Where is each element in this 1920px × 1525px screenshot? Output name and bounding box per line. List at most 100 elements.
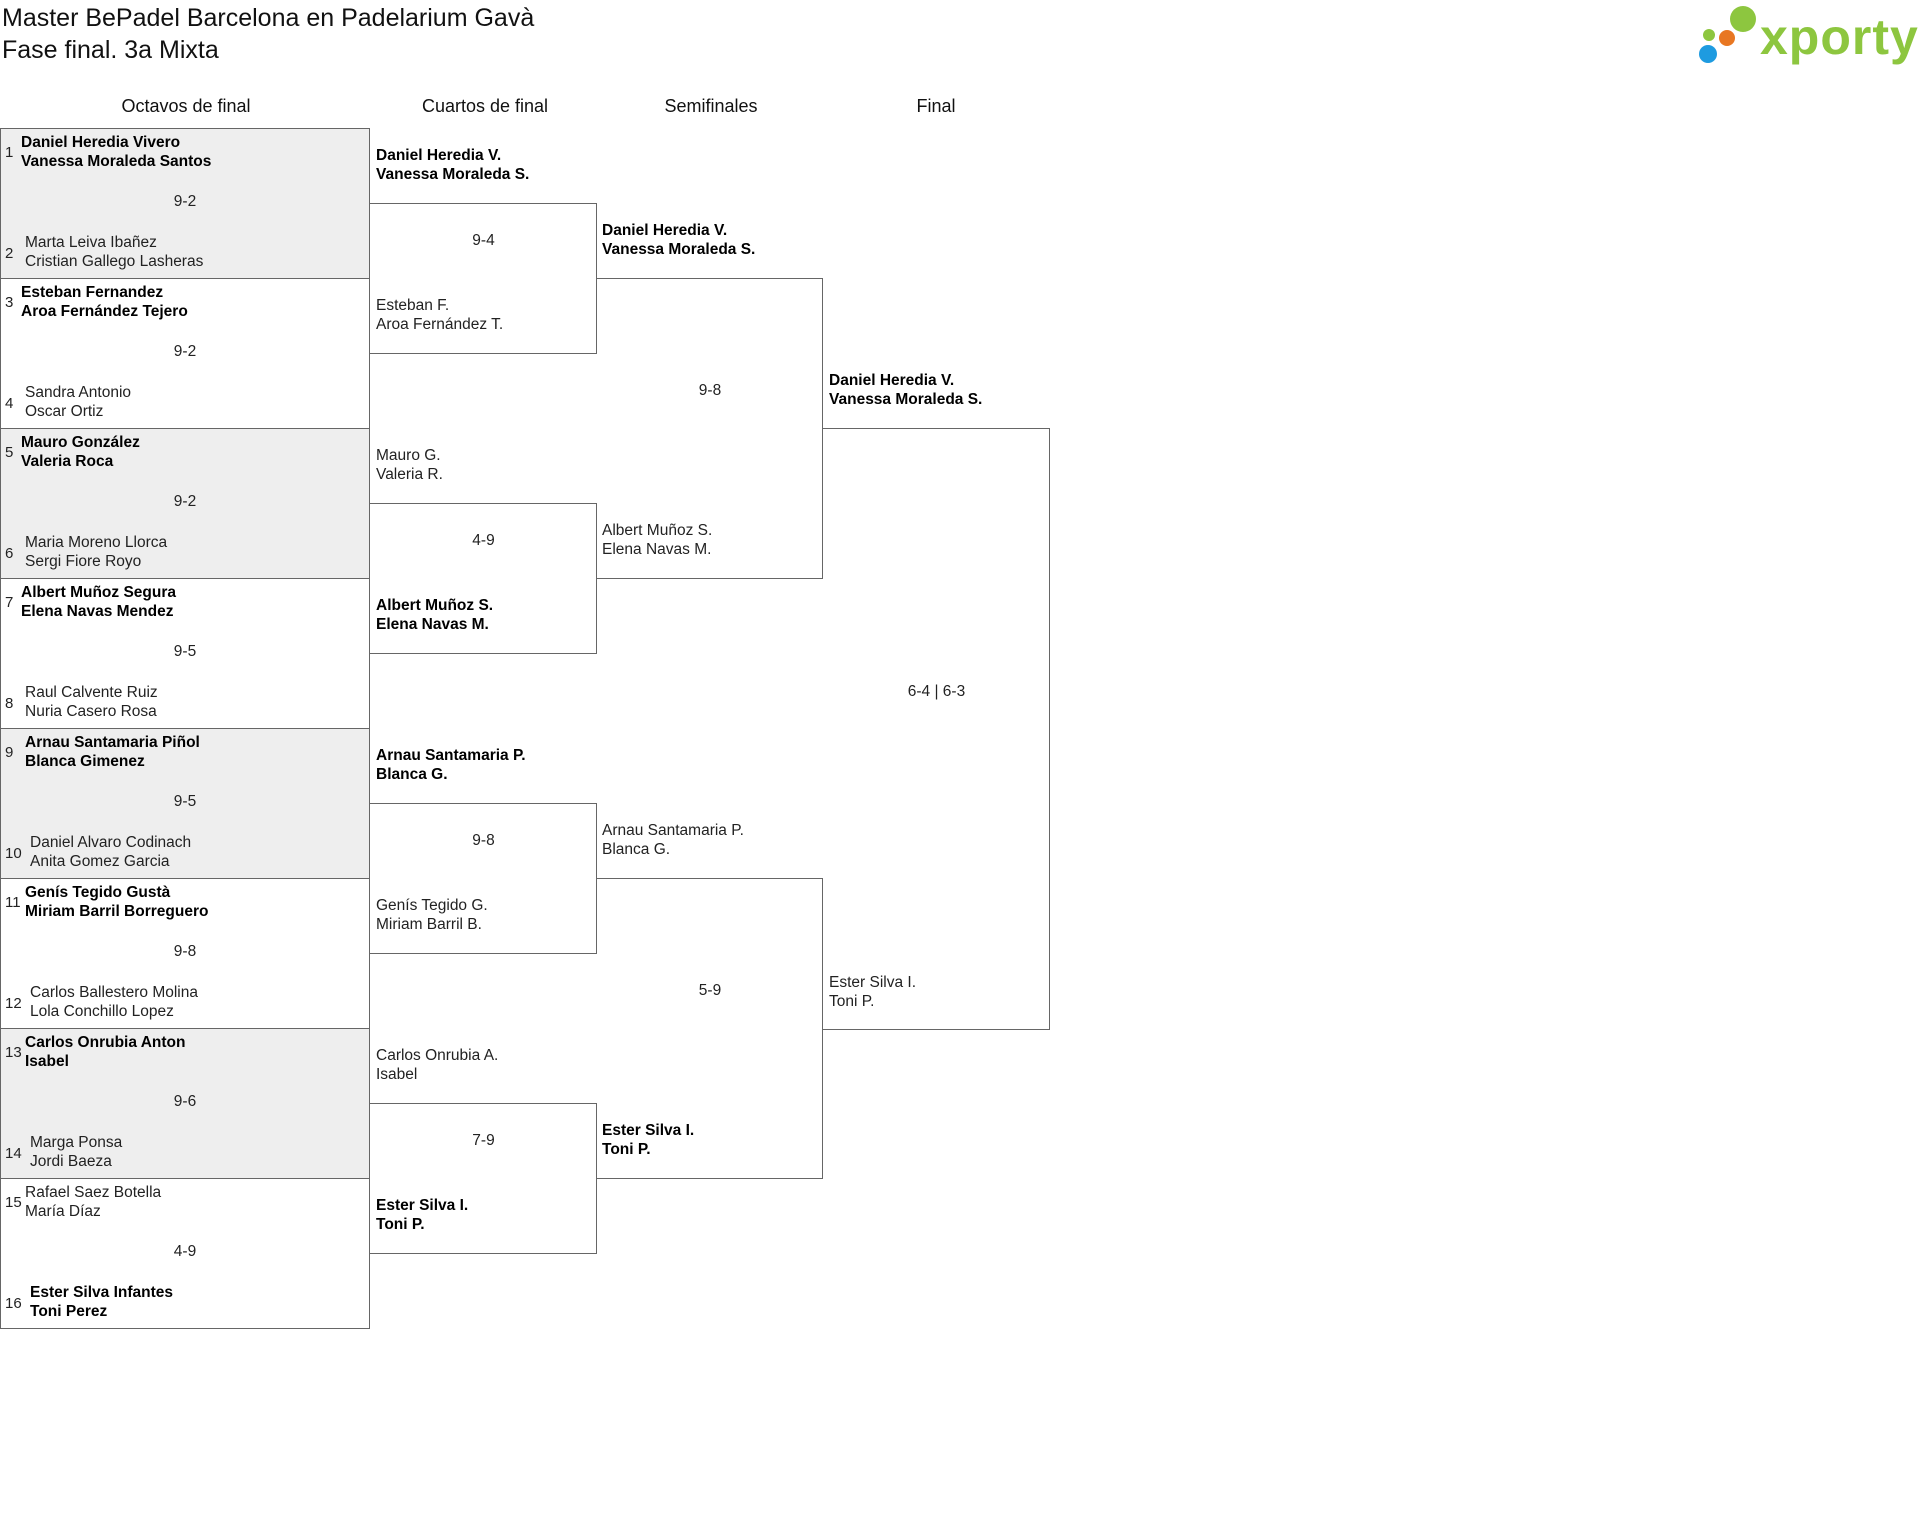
team-player-name: Elena Navas M.: [602, 541, 712, 558]
team-player-name: Elena Navas Mendez: [21, 603, 174, 620]
team-player-name: Vanessa Moraleda S.: [602, 241, 756, 258]
team-player-name: Toni Perez: [30, 1303, 108, 1320]
team-player-name: Blanca Gimenez: [25, 753, 145, 770]
match-score: 9-8: [173, 943, 197, 960]
team-player-name: Esteban F.: [376, 297, 450, 314]
team-player-name: Aroa Fernández Tejero: [21, 303, 188, 320]
team-player-name: María Díaz: [25, 1203, 101, 1220]
team-player-name: Ester Silva I.: [602, 1122, 695, 1139]
team-player-name: Genís Tegido Gustà: [25, 884, 171, 901]
team-player-name: Sergi Fiore Royo: [25, 553, 142, 570]
round-header-cuartos: Cuartos de final: [421, 96, 549, 116]
team-player-name: Daniel Heredia V.: [376, 147, 502, 164]
seed-number: 14: [5, 1145, 22, 1162]
seed-number: 13: [5, 1044, 22, 1061]
team-player-name: Marta Leiva Ibañez: [25, 234, 157, 251]
match-box-semifinal[interactable]: [597, 878, 823, 1179]
logo-wordmark: xporty: [1760, 9, 1919, 65]
team-player-name: Daniel Heredia V.: [602, 222, 728, 239]
seed-number: 12: [5, 995, 22, 1012]
match-score: 9-5: [173, 643, 197, 660]
seed-number: 8: [5, 695, 14, 712]
xporty-logo[interactable]: xporty: [1696, 0, 1920, 70]
match-score: 4-9: [173, 1243, 197, 1260]
team-player-name: Isabel: [376, 1066, 418, 1083]
match-box-octavos[interactable]: [0, 728, 370, 879]
team-player-name: Genís Tegido G.: [376, 897, 488, 914]
seed-number: 15: [5, 1194, 22, 1211]
match-box-semifinal[interactable]: [597, 278, 823, 579]
team-player-name: Aroa Fernández T.: [376, 316, 504, 333]
team-player-name: Toni P.: [829, 993, 875, 1010]
round-header-semifinales: Semifinales: [664, 96, 758, 116]
match-box-cuartos[interactable]: [370, 203, 597, 354]
team-player-name: Blanca G.: [602, 841, 671, 858]
round-header-octavos: Octavos de final: [121, 96, 251, 116]
team-player-name: Valeria Roca: [21, 453, 114, 470]
match-score: 9-6: [173, 1093, 197, 1110]
seed-number: 11: [5, 894, 21, 911]
seed-number: 2: [5, 245, 14, 262]
page-subtitle: Fase final. 3a Mixta: [2, 36, 219, 64]
team-player-name: Carlos Ballestero Molina: [30, 984, 198, 1001]
match-score: 7-9: [472, 1132, 495, 1149]
team-player-name: Daniel Alvaro Codinach: [30, 834, 192, 851]
match-score: 9-8: [698, 382, 722, 399]
team-player-name: Isabel: [25, 1053, 69, 1070]
match-score: 9-8: [472, 832, 495, 849]
team-player-name: Blanca G.: [376, 766, 448, 783]
team-player-name: Vanessa Moraleda Santos: [21, 153, 212, 170]
team-player-name: Daniel Heredia V.: [829, 372, 955, 389]
match-box-octavos[interactable]: [0, 1028, 370, 1179]
match-score: 9-4: [472, 232, 495, 249]
match-box-cuartos[interactable]: [370, 503, 597, 654]
team-player-name: Rafael Saez Botella: [25, 1184, 162, 1201]
team-player-name: Raul Calvente Ruiz: [25, 684, 158, 701]
team-player-name: Anita Gomez Garcia: [30, 853, 170, 870]
page-title: Master BePadel Barcelona en Padelarium G…: [2, 4, 535, 32]
team-player-name: Miriam Barril Borreguero: [25, 903, 209, 920]
team-player-name: Valeria R.: [376, 466, 443, 483]
team-player-name: Toni P.: [376, 1216, 425, 1233]
team-player-name: Carlos Onrubia Anton: [25, 1034, 186, 1051]
team-player-name: Ester Silva I.: [829, 974, 916, 991]
match-score: 9-2: [173, 493, 197, 510]
team-player-name: Cristian Gallego Lasheras: [25, 253, 204, 270]
team-player-name: Maria Moreno Llorca: [25, 534, 168, 551]
seed-number: 5: [5, 444, 14, 461]
team-player-name: Vanessa Moraleda S.: [829, 391, 983, 408]
team-player-name: Mauro González: [21, 434, 140, 451]
seed-number: 3: [5, 294, 14, 311]
match-box-cuartos[interactable]: [370, 1103, 597, 1254]
seed-number: 6: [5, 545, 14, 562]
team-player-name: Lola Conchillo Lopez: [30, 1003, 174, 1020]
team-player-name: Miriam Barril B.: [376, 916, 482, 933]
match-box-octavos[interactable]: [0, 128, 370, 279]
match-score: 5-9: [698, 982, 722, 999]
match-score: 6-4 | 6-3: [907, 683, 966, 700]
match-box-octavos[interactable]: [0, 428, 370, 579]
team-player-name: Esteban Fernandez: [21, 284, 164, 301]
match-score: 9-2: [173, 193, 197, 210]
match-box-octavos[interactable]: [0, 1178, 370, 1329]
match-score: 9-5: [173, 793, 197, 810]
seed-number: 9: [5, 744, 14, 761]
seed-number: 10: [5, 845, 22, 862]
match-box-final[interactable]: [823, 428, 1050, 1030]
team-player-name: Albert Muñoz Segura: [21, 584, 177, 601]
team-player-name: Carlos Onrubia A.: [376, 1047, 499, 1064]
seed-number: 7: [5, 594, 14, 611]
team-player-name: Albert Muñoz S.: [602, 522, 713, 539]
match-score: 9-2: [173, 343, 197, 360]
team-player-name: Elena Navas M.: [376, 616, 489, 633]
team-player-name: Albert Muñoz S.: [376, 597, 494, 614]
match-box-cuartos[interactable]: [370, 803, 597, 954]
team-player-name: Jordi Baeza: [30, 1153, 112, 1170]
team-player-name: Mauro G.: [376, 447, 441, 464]
team-player-name: Arnau Santamaria P.: [602, 822, 744, 839]
seed-number: 1: [5, 144, 14, 161]
team-player-name: Toni P.: [602, 1141, 651, 1158]
seed-number: 4: [5, 395, 14, 412]
team-player-name: Arnau Santamaria Piñol: [25, 734, 200, 751]
team-player-name: Sandra Antonio: [25, 384, 132, 401]
